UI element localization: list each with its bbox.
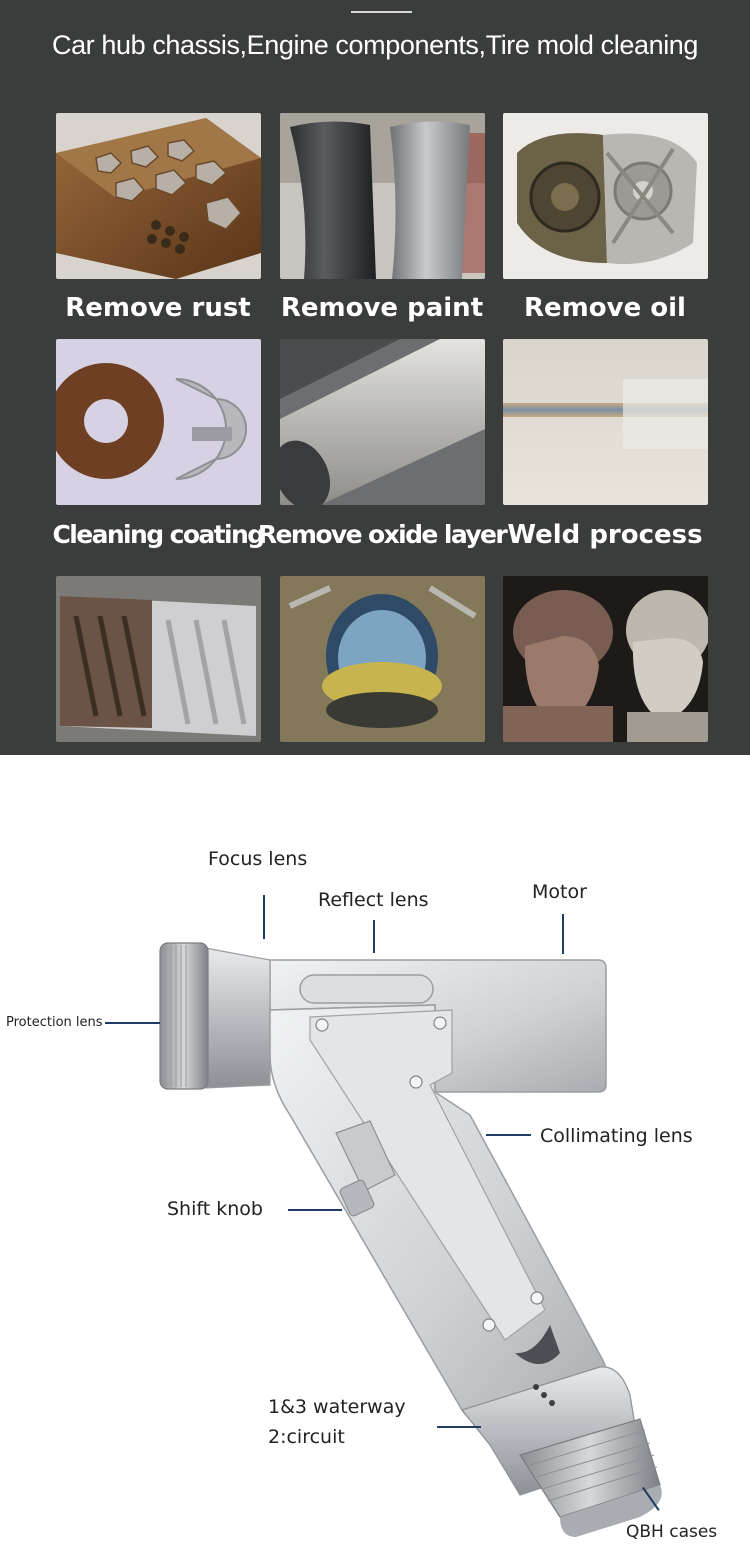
paint-removal-photo xyxy=(280,113,485,279)
waterway-label: 1&3 waterway xyxy=(268,1396,406,1418)
laser-head-diagram: Focus lens Reflect lens Motor Protection… xyxy=(0,755,750,1567)
caption-remove-oil: Remove oil xyxy=(524,293,686,323)
panel-headline: Car hub chassis,Engine components,Tire m… xyxy=(51,30,699,60)
circuit-label: 2:circuit xyxy=(268,1426,345,1448)
weld-process-photo xyxy=(503,339,708,505)
oil-removal-photo xyxy=(503,113,708,279)
coating-cleaning-photo xyxy=(56,339,261,505)
engine-component-photo xyxy=(280,576,485,742)
focus-lens-leader xyxy=(263,895,265,939)
focus-lens-label: Focus lens xyxy=(208,848,308,870)
waterway-leader xyxy=(437,1426,481,1428)
statue-cleaning-photo xyxy=(503,576,708,742)
collimating-lens-leader xyxy=(486,1134,531,1136)
protection-lens-label: Protection lens xyxy=(6,1015,103,1030)
shift-knob-leader xyxy=(288,1209,342,1211)
protection-lens-leader xyxy=(105,1022,160,1024)
oxide-removal-photo xyxy=(280,339,485,505)
reflect-lens-leader xyxy=(373,920,375,953)
caption-remove-paint: Remove paint xyxy=(280,293,484,323)
accent-divider xyxy=(351,11,412,13)
laser-cleaning-gun-illustration xyxy=(159,942,662,1537)
qbh-cases-label: QBH cases xyxy=(626,1522,718,1542)
caption-weld-process: Weld process xyxy=(507,520,703,550)
caption-remove-oxide-layer: Remove oxide layer xyxy=(257,520,508,549)
tire-mold-photo xyxy=(56,576,261,742)
caption-cleaning-coating: Cleaning coating xyxy=(52,520,266,549)
shift-knob-label: Shift knob xyxy=(167,1198,263,1220)
rust-removal-photo xyxy=(56,113,261,279)
caption-remove-rust: Remove rust xyxy=(65,293,251,323)
collimating-lens-label: Collimating lens xyxy=(540,1125,693,1147)
motor-leader xyxy=(562,914,564,954)
reflect-lens-label: Reflect lens xyxy=(318,889,429,911)
motor-label: Motor xyxy=(532,881,587,903)
application-showcase-panel: Car hub chassis,Engine components,Tire m… xyxy=(0,0,750,755)
